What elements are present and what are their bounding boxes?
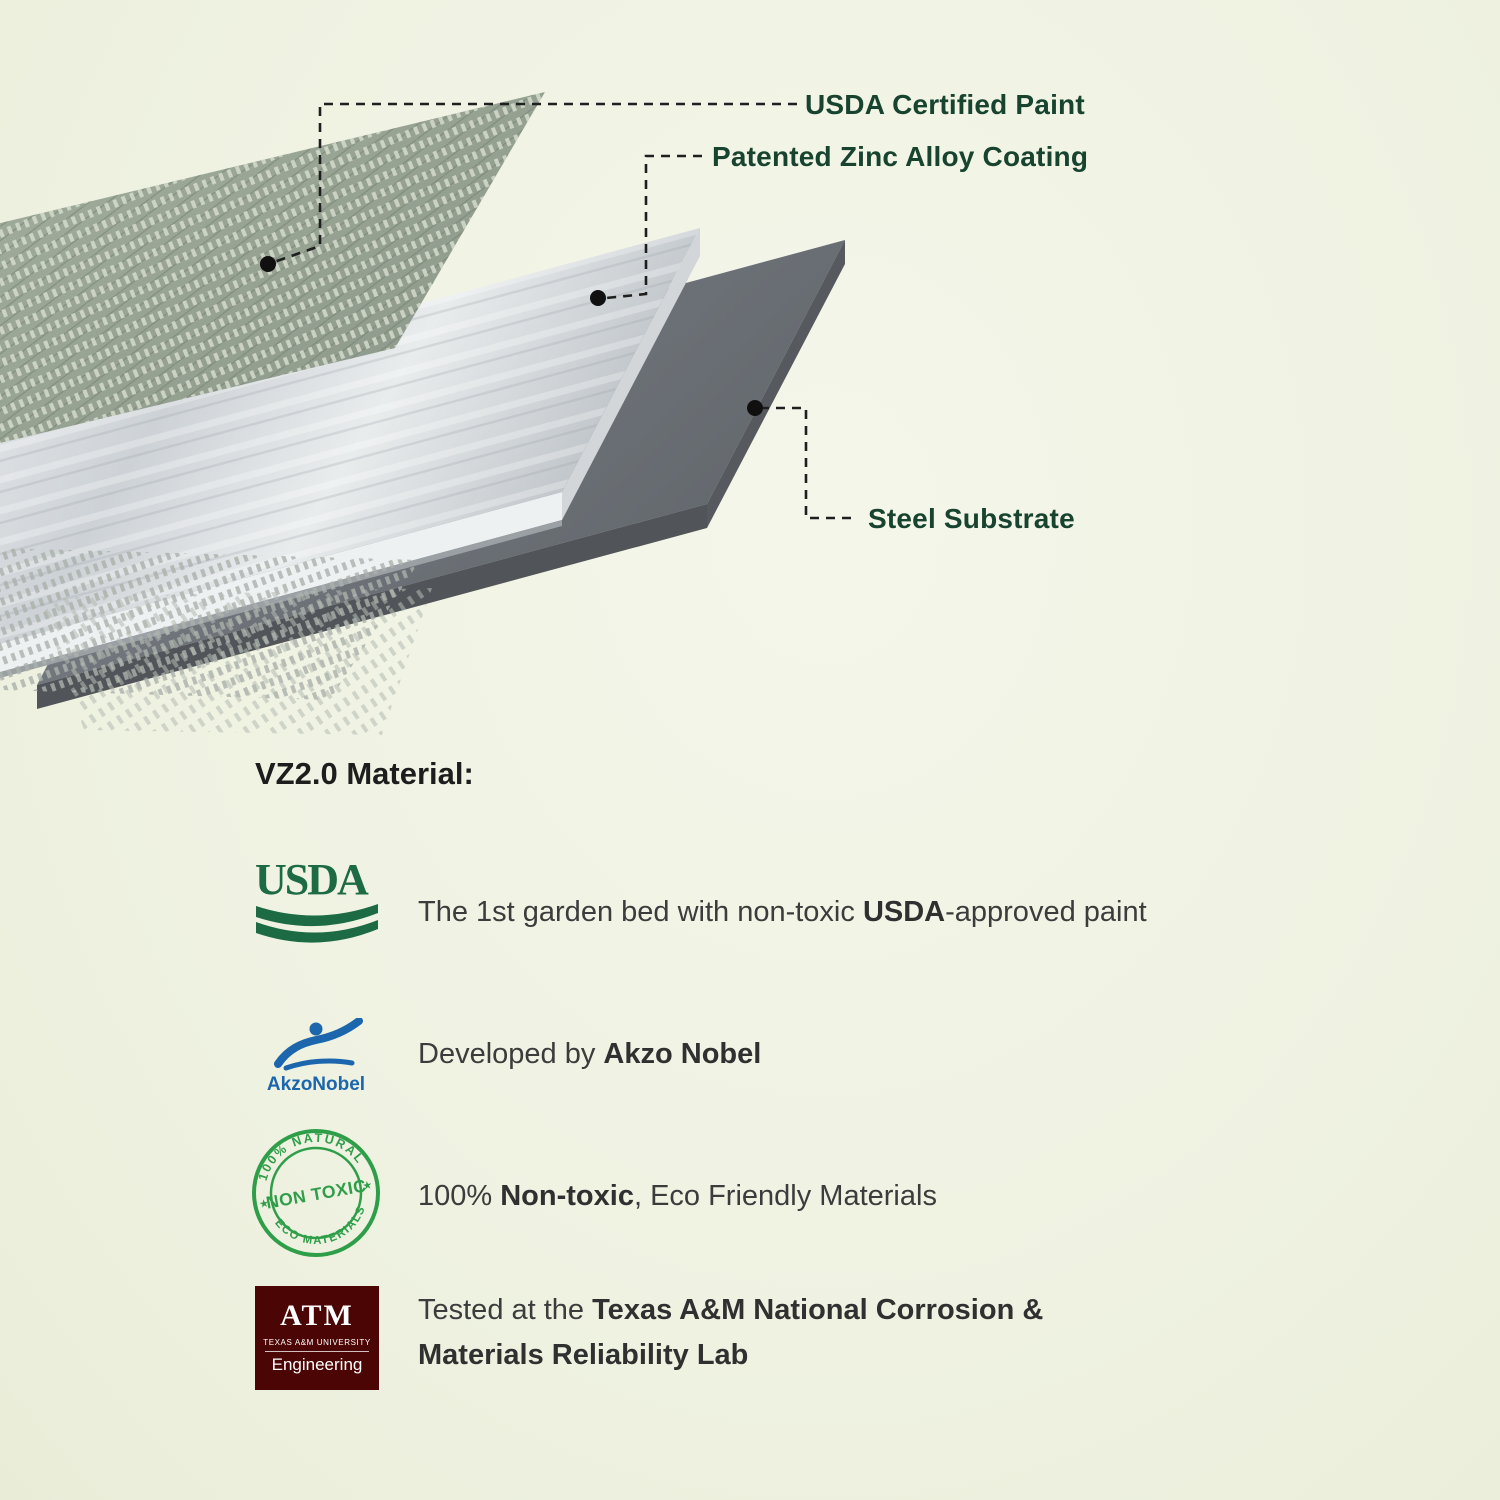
akzo-figure-head [309, 1022, 323, 1036]
callout-lines [273, 102, 856, 520]
text-fragment: Tested at the [418, 1294, 593, 1326]
tamu-atm-mark: ATM [280, 1299, 354, 1332]
stamp-outer-ring [252, 1129, 380, 1257]
callout-line-zinc [605, 154, 702, 300]
callout-dot-paint [260, 256, 276, 272]
akzo-figure-body [274, 1017, 363, 1068]
stamp-top-text: 100% NATURAL [249, 1126, 368, 1185]
text-fragment-bold: Akzo Nobel [603, 1038, 762, 1070]
text-fragment-bold: Texas A&M National Corrosion & Materials… [418, 1294, 1044, 1371]
stamp-center-text: NON TOXIC [264, 1175, 367, 1212]
non-toxic-stamp-svg: 100% NATURAL ECO MATERIALS ★ ★ NON TOXIC [249, 1122, 380, 1257]
text-fragment-bold: USDA [862, 896, 946, 928]
callout-dot-zinc [590, 290, 606, 306]
tamu-divider [265, 1351, 369, 1352]
stamp-group: 100% NATURAL ECO MATERIALS ★ ★ NON TOXIC [249, 1122, 380, 1257]
akzonobel-logo-text: AkzoNobel [267, 1074, 365, 1095]
tamu-division-text: Engineering [271, 1355, 363, 1374]
text-fragment: The 1st garden bed with non-toxic [418, 896, 863, 928]
stamp-inner-ring [269, 1146, 363, 1240]
non-toxic-stamp: 100% NATURAL ECO MATERIALS ★ ★ NON TOXIC [249, 1122, 383, 1265]
feature-text-akzo: Developed by Akzo Nobel [418, 1032, 761, 1077]
text-fragment: , Eco Friendly Materials [633, 1180, 937, 1212]
text-fragment: -approved paint [945, 896, 1147, 928]
feature-text-usda: The 1st garden bed with non-toxic USDA-a… [418, 890, 1147, 935]
usda-logo-svg: USDA [255, 855, 378, 943]
feature-text-nontoxic: 100% Non-toxic, Eco Friendly Materials [418, 1174, 937, 1219]
paint-mesh-fragments [0, 548, 432, 735]
stamp-star-right: ★ [362, 1179, 374, 1193]
layers-diagram-svg [0, 92, 856, 735]
text-fragment-bold: Non-toxic [500, 1180, 634, 1212]
tamu-engineering-logo: ATM TEXAS A&M UNIVERSITY Engineering [255, 1286, 379, 1390]
tamu-university-text: TEXAS A&M UNIVERSITY [263, 1338, 371, 1347]
callout-line-paint [273, 102, 797, 264]
callout-line-steel [760, 406, 856, 520]
feature-text-tamu: Tested at the Texas A&M National Corrosi… [418, 1288, 1158, 1378]
usda-swoosh-bottom [256, 920, 378, 943]
usda-logo: USDA [255, 855, 379, 963]
callout-label-zinc: Patented Zinc Alloy Coating [712, 141, 1089, 172]
callout-label-steel: Steel Substrate [868, 503, 1075, 534]
callout-dots [260, 256, 763, 416]
text-fragment: Developed by [418, 1038, 604, 1070]
akzonobel-logo-svg: AkzoNobel [267, 1017, 365, 1095]
stamp-star-left: ★ [258, 1197, 270, 1211]
usda-swoosh-top [256, 904, 378, 927]
callout-label-paint: USDA Certified Paint [805, 89, 1085, 120]
akzo-figure-arm [283, 1058, 355, 1071]
text-fragment: 100% [418, 1180, 501, 1212]
section-heading: VZ2.0 Material: [255, 756, 474, 791]
callout-dot-steel [747, 400, 763, 416]
akzonobel-logo: AkzoNobel [256, 1017, 376, 1101]
usda-logo-text: USDA [255, 858, 369, 904]
